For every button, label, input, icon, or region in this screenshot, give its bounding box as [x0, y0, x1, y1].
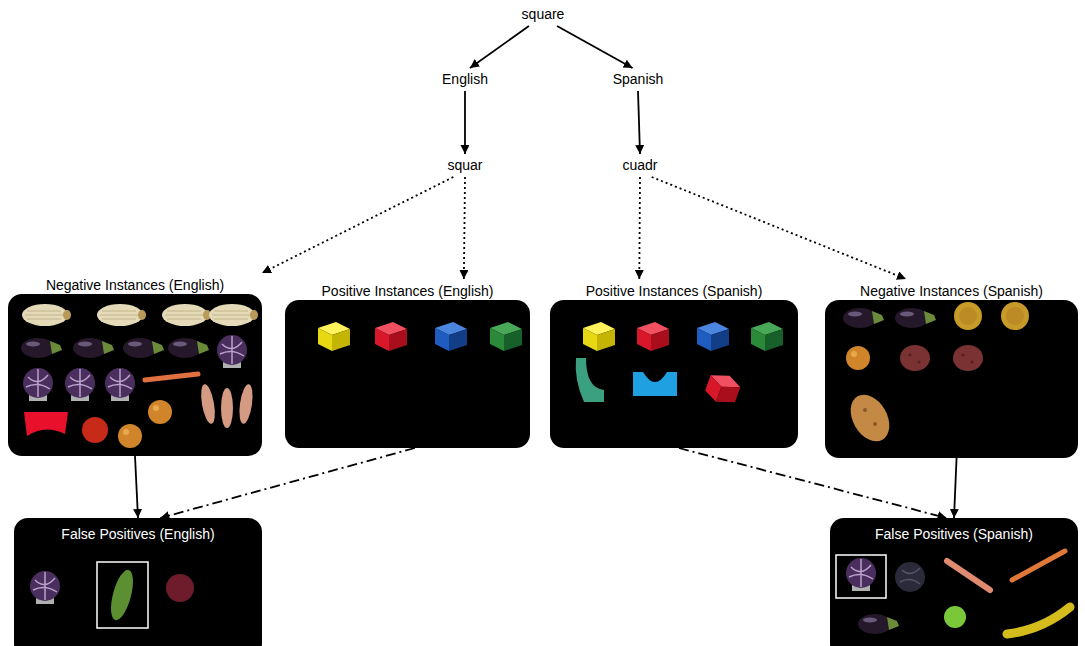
- instance-group: Negative Instances (English): [8, 273, 262, 456]
- panel-heading: Positive Instances (Spanish): [550, 279, 798, 300]
- false-positive-photos: [1012, 551, 1065, 580]
- vegetable-photos: [900, 345, 930, 371]
- vegetable-photos: [863, 408, 867, 412]
- vegetable-photos: [843, 388, 897, 448]
- vegetable-photos: [65, 368, 95, 401]
- false-positive-panel: False Positives (English): [14, 518, 262, 646]
- instance-group: Positive Instances (Spanish): [550, 279, 798, 448]
- panel-heading: Negative Instances (English): [8, 273, 262, 294]
- term-text: square: [520, 3, 567, 26]
- connector-arrow: [470, 26, 529, 68]
- false-positive-photos: [895, 562, 925, 592]
- false-positive-photos: [1007, 607, 1070, 634]
- block-photos: [637, 322, 669, 351]
- vegetable-photos: [209, 304, 258, 326]
- vegetable-photos: [23, 368, 53, 401]
- vegetable-photos: [73, 338, 114, 358]
- vegetable-photos: [199, 383, 218, 424]
- connector-arrow: [638, 177, 641, 279]
- false-positive-photos: [107, 568, 138, 623]
- false-positive-photos: [166, 574, 194, 602]
- vegetable-photos: [217, 335, 247, 368]
- vegetable-photos: [843, 308, 884, 328]
- connector-arrow: [638, 91, 640, 154]
- connector-arrow: [679, 448, 947, 518]
- vegetable-photos: [22, 304, 71, 326]
- cube-photos: [375, 322, 407, 351]
- false-positive-photos: [836, 555, 886, 598]
- term-text: Spanish: [611, 68, 666, 91]
- false-positive-photos: [947, 561, 990, 590]
- block-photos: [751, 322, 783, 351]
- panel-heading: Negative Instances (Spanish): [825, 279, 1078, 300]
- connector-arrow: [262, 177, 453, 273]
- vegetable-photos: [1001, 302, 1029, 330]
- term-text: squar: [445, 154, 484, 177]
- cube-photos: [285, 300, 530, 448]
- vegetable-photos: [8, 294, 262, 456]
- instance-panel: [825, 300, 1078, 458]
- instance-panel: [285, 300, 530, 448]
- block-photos: [576, 358, 604, 402]
- block-photos: [703, 370, 743, 408]
- instance-panel: [550, 300, 798, 448]
- false-positive-photos: [858, 614, 899, 634]
- connector-arrow: [652, 177, 906, 279]
- vegetable-photos: [145, 374, 198, 380]
- vegetable-photos: [123, 338, 164, 358]
- panel-heading: False Positives (Spanish): [830, 518, 1078, 543]
- instance-group: Negative Instances (Spanish): [825, 279, 1078, 458]
- block-photos: [697, 322, 729, 351]
- connector-arrow: [464, 91, 466, 154]
- term-text: English: [440, 68, 490, 91]
- block-photos: [550, 300, 798, 448]
- connector-arrow: [160, 448, 415, 518]
- false-positive-photos: [97, 562, 148, 628]
- block-photos: [633, 372, 677, 396]
- vegetable-photos: [148, 400, 172, 424]
- vegetable-photos: [162, 304, 211, 326]
- term-node: Spanish: [611, 68, 666, 91]
- vegetable-photos: [237, 383, 254, 424]
- vegetable-photos: [97, 304, 146, 326]
- connector-arrow: [135, 456, 138, 518]
- instance-group: Positive Instances (English): [285, 279, 530, 448]
- vegetable-photos: [168, 338, 209, 358]
- vegetable-photos: [895, 308, 936, 328]
- term-text: cuadr: [620, 154, 659, 177]
- vegetable-photos: [954, 302, 982, 330]
- cube-photos: [435, 322, 467, 351]
- false-positive-photos: [30, 571, 60, 604]
- block-photos: [583, 322, 615, 351]
- vegetable-photos: [105, 368, 135, 401]
- vegetable-photos: [221, 388, 233, 428]
- vegetable-photos: [21, 338, 62, 358]
- vegetable-photos: [953, 345, 983, 371]
- false-positive-photos: [846, 558, 876, 591]
- connector-arrow: [464, 177, 465, 279]
- vegetable-photos: [82, 417, 108, 443]
- term-node: square: [520, 3, 567, 26]
- panel-heading: False Positives (English): [14, 518, 262, 543]
- connector-arrow: [557, 26, 632, 68]
- false-positive-panel: False Positives (Spanish): [830, 518, 1078, 646]
- vegetable-photos: [873, 422, 877, 426]
- term-node: squar: [445, 154, 484, 177]
- cube-photos: [318, 322, 350, 351]
- cube-photos: [490, 322, 522, 351]
- false-positive-photos: [900, 568, 920, 584]
- term-node: cuadr: [620, 154, 659, 177]
- vegetable-photos: [118, 424, 142, 448]
- vegetable-photos: [24, 412, 68, 436]
- connector-arrow: [954, 458, 957, 518]
- panel-heading: Positive Instances (English): [285, 279, 530, 300]
- vegetable-photos: [825, 300, 1078, 458]
- vegetable-photos: [846, 346, 870, 370]
- false-positive-photos: [944, 606, 966, 628]
- instance-panel: [8, 294, 262, 456]
- term-node: English: [440, 68, 490, 91]
